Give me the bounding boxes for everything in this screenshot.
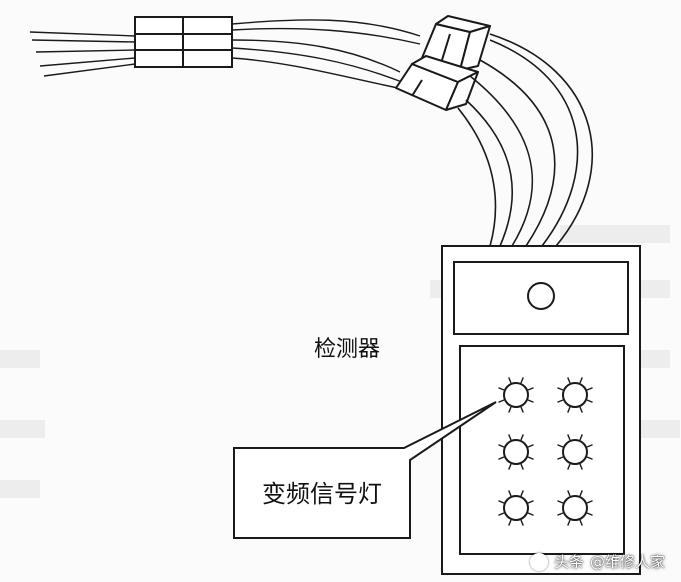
main-connector	[134, 16, 233, 68]
signal-lights	[498, 377, 593, 526]
watermark-author: @维修人家	[589, 553, 665, 571]
wires-middle	[231, 19, 421, 89]
signal-light-6	[557, 490, 593, 526]
watermark: 头条 @维修人家	[529, 551, 665, 572]
signal-light-4	[557, 434, 593, 470]
watermark-platform: 头条	[553, 553, 584, 571]
signal-light-1	[498, 377, 534, 413]
detector-label: 检测器	[314, 337, 380, 362]
signal-lights-label: 变频信号灯	[262, 480, 382, 508]
detector-light-panel	[459, 345, 625, 555]
detector-device	[441, 245, 641, 575]
cables-to-detector	[457, 33, 594, 247]
toutiao-logo-icon	[529, 552, 548, 571]
signal-light-2	[557, 377, 593, 413]
detector-knob	[527, 282, 555, 310]
signal-light-5	[498, 490, 534, 526]
signal-light-3	[498, 434, 534, 470]
wire-ends-left	[29, 31, 136, 77]
callout-bubble	[233, 401, 497, 539]
branch-plug-lower	[395, 55, 479, 111]
